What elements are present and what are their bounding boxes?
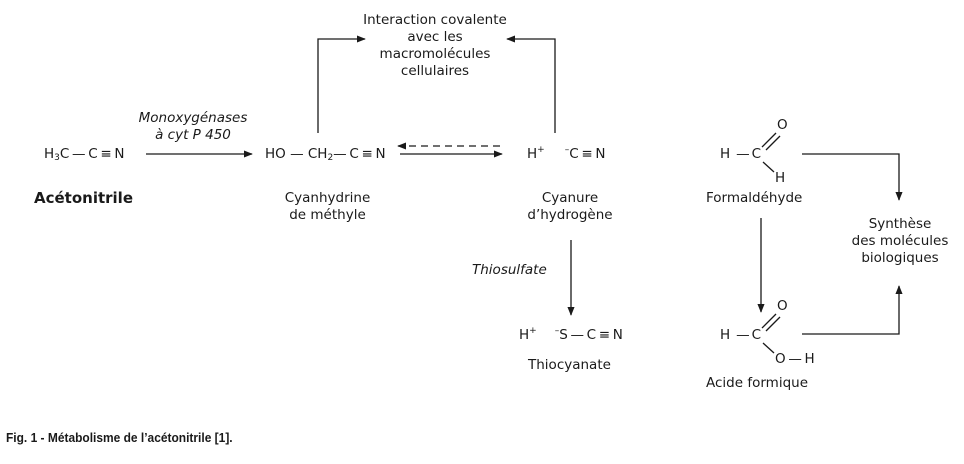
acetonitrile-name: Acétonitrile [34,189,133,207]
formaldehyde-h2: H [775,170,786,186]
acetonitrile-rest: C — C ≡ N [59,146,125,162]
thiocyanate-h: H [519,327,530,343]
thiosulfate-label: Thiosulfate [472,262,547,278]
hcn-name-line1: Cyanure [541,190,599,206]
formic-acid-c: C [751,327,762,343]
formaldehyde-hc: H—C [720,146,762,162]
hcn-c-charge: – [564,145,570,155]
enzyme-line2: à cyt P 450 [155,127,231,143]
hcn-cn: C ≡ N [569,146,606,162]
formic-acid-hc: H—C [720,327,762,343]
arrow-hcn-to-interaction [506,35,556,133]
thiocyanate-formula: H+ –S — C ≡ N [519,327,623,344]
formaldehyde-double-bond-upper [761,132,777,148]
arrow-formic-acid-to-synthesis [802,285,903,335]
synthesis-line2: des molécules [851,233,949,249]
arrow-cyanhydrin-to-interaction [317,35,366,133]
formaldehyde-name: Formaldéhyde [706,190,803,206]
interaction-label: Interaction covalente avec les macromolé… [345,12,525,80]
arrow-formaldehyde-to-synthesis [802,153,903,201]
acetonitrile-h: H [44,146,55,162]
enzyme-label: Monoxygénases à cyt P 450 [128,110,258,144]
formaldehyde-h: H [720,146,731,162]
thiocyanate-h-charge: + [529,326,537,336]
cyanhydrin-name-line2: de méthyle [289,207,366,223]
formic-acid-oh: O — H [775,351,815,367]
acetonitrile-sub3: 3 [54,153,60,163]
figure-caption: Fig. 1 - Métabolisme de l’acétonitrile [… [6,430,233,445]
thiocyanate-s-charge: – [554,326,560,336]
cyanhydrin-formula: HO — CH2— C ≡ N [265,146,386,163]
interaction-line3: macromolécules [379,46,491,62]
formaldehyde-double-bond-lower [765,135,781,151]
synthesis-label: Synthèse des molécules biologiques [838,216,962,267]
cyanhydrin-name: Cyanhydrine de méthyle [265,190,390,224]
thiocyanate-scn: S — C ≡ N [559,327,623,343]
formic-acid-o: O [777,298,788,314]
cyanhydrin-name-line1: Cyanhydrine [284,190,371,206]
interaction-line2: avec les [407,29,463,45]
formic-acid-name: Acide formique [706,375,808,391]
synthesis-line1: Synthèse [868,216,932,232]
hcn-h: H [527,146,538,162]
cyanhydrin-pre: HO — CH [265,146,328,162]
formaldehyde-ch-bond [762,161,775,173]
formic-acid-h: H [720,327,731,343]
thiocyanate-name: Thiocyanate [528,357,611,373]
interaction-line1: Interaction covalente [363,12,507,28]
enzyme-line1: Monoxygénases [138,110,248,126]
formaldehyde-o: O [777,117,788,133]
hcn-formula: H+ –C ≡ N [527,146,605,163]
formic-acid-double-bond-lower [765,316,781,332]
acetonitrile-formula: H3C — C ≡ N [44,146,124,163]
cyanhydrin-post: — C ≡ N [333,146,386,162]
cyanhydrin-sub2: 2 [327,153,334,163]
formic-acid-co-bond [762,342,775,354]
hcn-name-line2: d’hydrogène [527,207,613,223]
interaction-line4: cellulaires [400,63,470,79]
hcn-name: Cyanure d’hydrogène [510,190,630,224]
formic-acid-double-bond-upper [761,313,777,329]
hcn-h-charge: + [537,145,545,155]
synthesis-line3: biologiques [861,250,939,266]
formaldehyde-c: C [751,146,762,162]
